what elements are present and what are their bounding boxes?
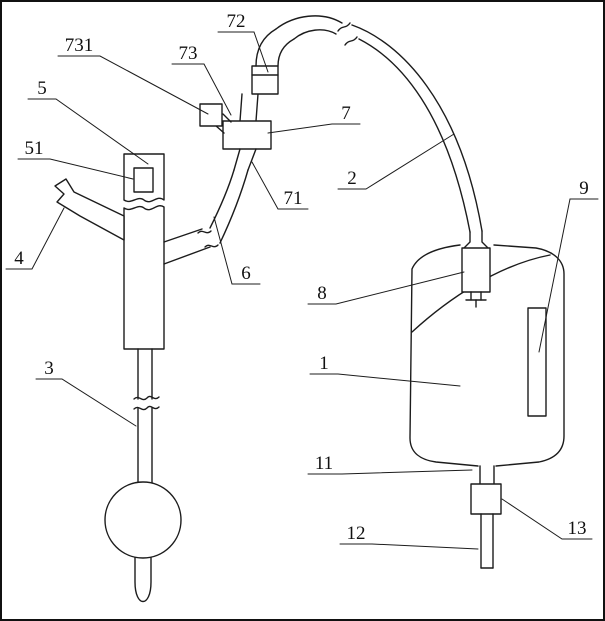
callout-7: 7 bbox=[267, 103, 361, 134]
drip-chamber bbox=[461, 247, 491, 293]
arc-break-mark-b bbox=[344, 36, 358, 46]
callout-72: 72 bbox=[217, 11, 269, 73]
callouts: 72 731 73 5 51 7 bbox=[5, 11, 599, 550]
callout-6: 6 bbox=[213, 216, 261, 285]
side-arm-connector bbox=[54, 178, 125, 241]
leader-line-1 bbox=[309, 373, 461, 387]
leader-line-11 bbox=[307, 469, 473, 475]
callout-2: 2 bbox=[337, 133, 455, 190]
label-5: 5 bbox=[37, 78, 47, 99]
drainage-tube-arc bbox=[255, 15, 483, 233]
leader-line-2 bbox=[337, 133, 455, 190]
catheter-assembly bbox=[54, 153, 249, 602]
label-13: 13 bbox=[568, 518, 587, 539]
branch-tube-upper-right bbox=[219, 169, 249, 244]
callout-1: 1 bbox=[309, 353, 461, 387]
label-731: 731 bbox=[65, 35, 94, 56]
stopcock-body bbox=[222, 120, 272, 150]
arc-inner-a bbox=[277, 38, 295, 67]
valve-port-square bbox=[133, 167, 154, 193]
label-7: 7 bbox=[341, 103, 351, 124]
volume-scale-strip bbox=[527, 307, 547, 417]
leader-line-4 bbox=[5, 207, 65, 270]
arc-outer-b bbox=[275, 15, 343, 30]
catheter-tip bbox=[134, 549, 152, 602]
label-71: 71 bbox=[284, 188, 303, 209]
catheter-handle-lower bbox=[123, 205, 165, 350]
arc-outer-a bbox=[255, 28, 277, 67]
callout-12: 12 bbox=[339, 523, 479, 550]
arc-break-mark-a bbox=[337, 22, 351, 32]
callout-11: 11 bbox=[307, 453, 473, 475]
callout-51: 51 bbox=[17, 138, 134, 180]
branch-tube-lower2 bbox=[163, 246, 211, 265]
stopcock-lower-neck-l bbox=[233, 148, 241, 171]
branch-break-mark-a bbox=[197, 230, 212, 234]
label-8: 8 bbox=[317, 283, 327, 304]
stopcock-lower-neck-r bbox=[247, 148, 257, 171]
leader-line-73 bbox=[171, 63, 232, 116]
leader-line-12 bbox=[339, 543, 479, 550]
label-2: 2 bbox=[347, 168, 357, 189]
label-11: 11 bbox=[315, 453, 333, 474]
bag-outline-left bbox=[409, 244, 479, 467]
label-6: 6 bbox=[241, 263, 251, 284]
leader-line-5 bbox=[27, 98, 149, 165]
leader-line-7 bbox=[267, 123, 361, 134]
branch-tube-lower bbox=[163, 228, 203, 243]
bag-outline-right bbox=[493, 244, 565, 467]
inlet-neck-r bbox=[481, 230, 489, 249]
inlet-neck-l bbox=[463, 231, 471, 249]
leader-line-8 bbox=[307, 271, 465, 305]
label-4: 4 bbox=[14, 248, 24, 269]
shaft-break-mark-a bbox=[133, 395, 160, 401]
leader-line-72 bbox=[217, 31, 269, 73]
branch-break-mark-b bbox=[204, 244, 219, 248]
stopcock-upper-neck-r bbox=[255, 93, 259, 122]
arc-inner-c bbox=[358, 38, 471, 233]
callout-9: 9 bbox=[538, 178, 599, 353]
stopcock-upper-neck-l bbox=[239, 93, 243, 122]
arc-inner-b bbox=[293, 29, 337, 40]
leader-line-9 bbox=[538, 198, 599, 353]
stopcock-assembly bbox=[199, 65, 279, 171]
leader-line-731 bbox=[57, 55, 209, 115]
callout-73: 73 bbox=[171, 43, 232, 116]
callout-13: 13 bbox=[501, 498, 593, 540]
label-12: 12 bbox=[347, 523, 366, 544]
leader-line-71 bbox=[251, 161, 309, 210]
arc-outer-c bbox=[351, 24, 483, 232]
branch-tube-upper-left bbox=[209, 169, 235, 229]
callout-4: 4 bbox=[5, 207, 65, 270]
tube-connector bbox=[251, 65, 279, 95]
leader-line-3 bbox=[35, 378, 137, 427]
callout-3: 3 bbox=[35, 358, 137, 427]
retention-balloon bbox=[104, 481, 182, 559]
side-port-neck-b bbox=[222, 113, 232, 123]
label-73: 73 bbox=[179, 43, 198, 64]
label-9: 9 bbox=[579, 178, 589, 199]
callout-71: 71 bbox=[251, 161, 309, 210]
stopcock-side-port bbox=[199, 103, 223, 127]
label-72: 72 bbox=[227, 11, 246, 32]
label-51: 51 bbox=[25, 138, 44, 159]
label-3: 3 bbox=[44, 358, 54, 379]
label-1: 1 bbox=[319, 353, 329, 374]
outlet-connector bbox=[470, 483, 502, 515]
leader-line-6 bbox=[213, 216, 261, 285]
leader-line-51 bbox=[17, 158, 134, 180]
callout-5: 5 bbox=[27, 78, 149, 165]
callout-731: 731 bbox=[57, 35, 209, 115]
drainage-bag-assembly bbox=[409, 230, 565, 569]
callout-8: 8 bbox=[307, 271, 465, 305]
leader-line-13 bbox=[501, 498, 593, 540]
